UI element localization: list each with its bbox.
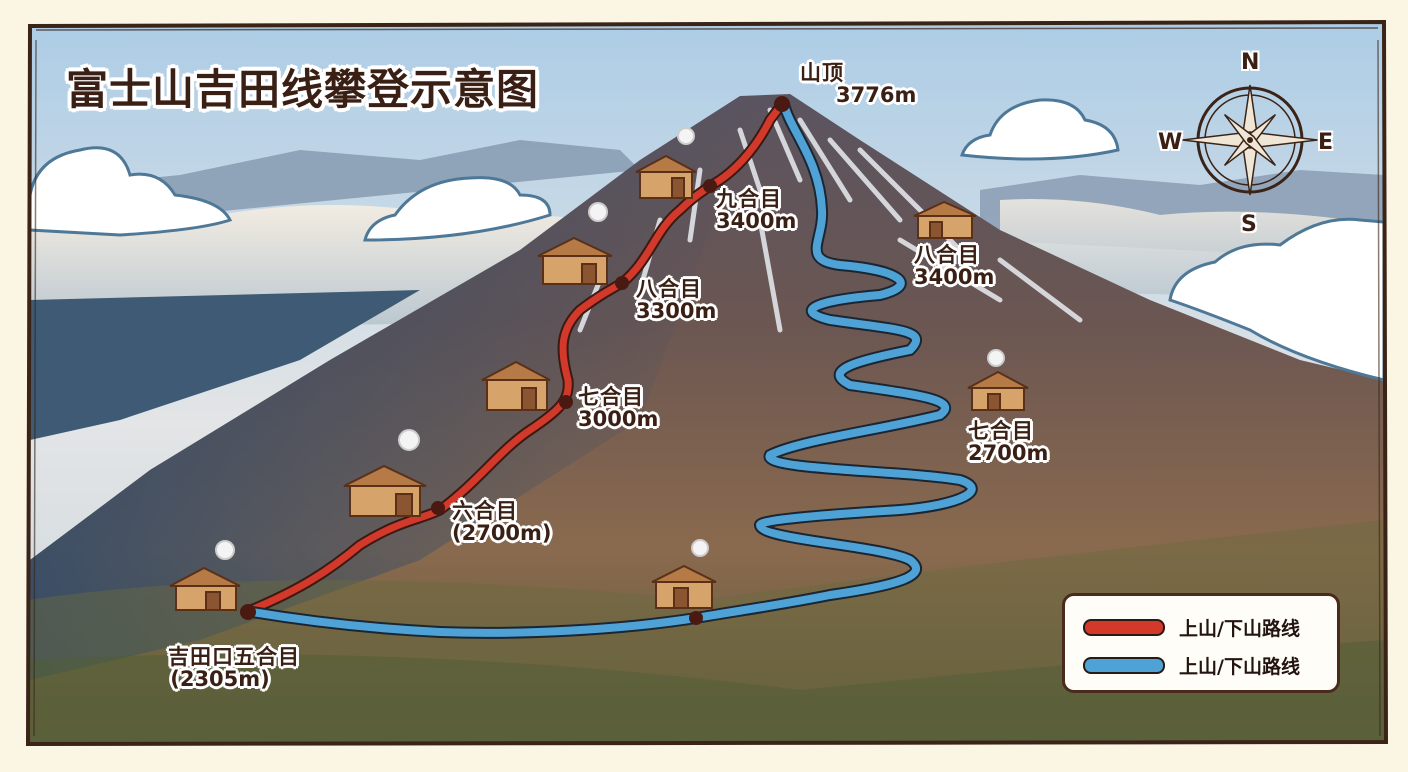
- station-name: 八合目: [636, 277, 702, 301]
- descent-station-label-7th: 七合目 2700m: [968, 420, 1048, 464]
- cloud-decorations: [28, 98, 1386, 382]
- compass-north: N: [1241, 50, 1260, 75]
- station-elevation: 2700m: [968, 441, 1049, 466]
- compass-east: E: [1318, 130, 1334, 155]
- station-label-7th: 七合目 3000m: [578, 386, 658, 430]
- station-elevation: (2700m): [452, 521, 552, 546]
- station-name: 六合目: [452, 499, 518, 523]
- mountain-huts: [169, 127, 1029, 611]
- compass-rose-icon: [1182, 84, 1318, 196]
- station-label-6th: 六合目 (2700m): [452, 500, 552, 544]
- station-name: 七合目: [968, 419, 1034, 443]
- map-title: 富士山吉田线攀登示意图: [66, 65, 540, 114]
- compass-south: S: [1241, 212, 1257, 237]
- legend-label: 上山/下山路线: [1179, 656, 1300, 678]
- station-name: 吉田口五合目: [168, 645, 300, 669]
- route-legend: 上山/下山路线 上山/下山路线: [1062, 593, 1340, 693]
- station-name: 八合目: [914, 243, 980, 267]
- station-elevation: 3400m: [914, 265, 995, 290]
- legend-label: 上山/下山路线: [1179, 618, 1300, 640]
- compass-west: W: [1158, 130, 1183, 155]
- station-label-9th: 九合目 3400m: [716, 188, 796, 232]
- summit-label: 山顶 3776m: [800, 62, 916, 106]
- station-elevation: 3300m: [636, 299, 717, 324]
- blue-route-swatch-icon: [1083, 657, 1165, 674]
- legend-item-blue-route: 上山/下山路线: [1083, 652, 1300, 679]
- station-elevation: 3400m: [716, 209, 797, 234]
- mount-fuji: [28, 94, 1384, 744]
- summit-name: 山顶: [800, 61, 844, 85]
- map-frame: [25, 19, 1389, 747]
- legend-item-red-route: 上山/下山路线: [1083, 614, 1300, 641]
- descent-station-label-8th: 八合目 3400m: [914, 244, 994, 288]
- station-elevation: (2305m): [170, 667, 270, 692]
- red-route-swatch-icon: [1083, 619, 1165, 636]
- station-markers: [240, 96, 790, 625]
- station-name: 九合目: [716, 187, 782, 211]
- summit-elevation: 3776m: [836, 83, 917, 108]
- station-label-8th: 八合目 3300m: [636, 278, 716, 322]
- station-elevation: 3000m: [578, 407, 659, 432]
- station-name: 七合目: [578, 385, 644, 409]
- station-label-5th-trailhead: 吉田口五合目 (2305m): [168, 646, 300, 690]
